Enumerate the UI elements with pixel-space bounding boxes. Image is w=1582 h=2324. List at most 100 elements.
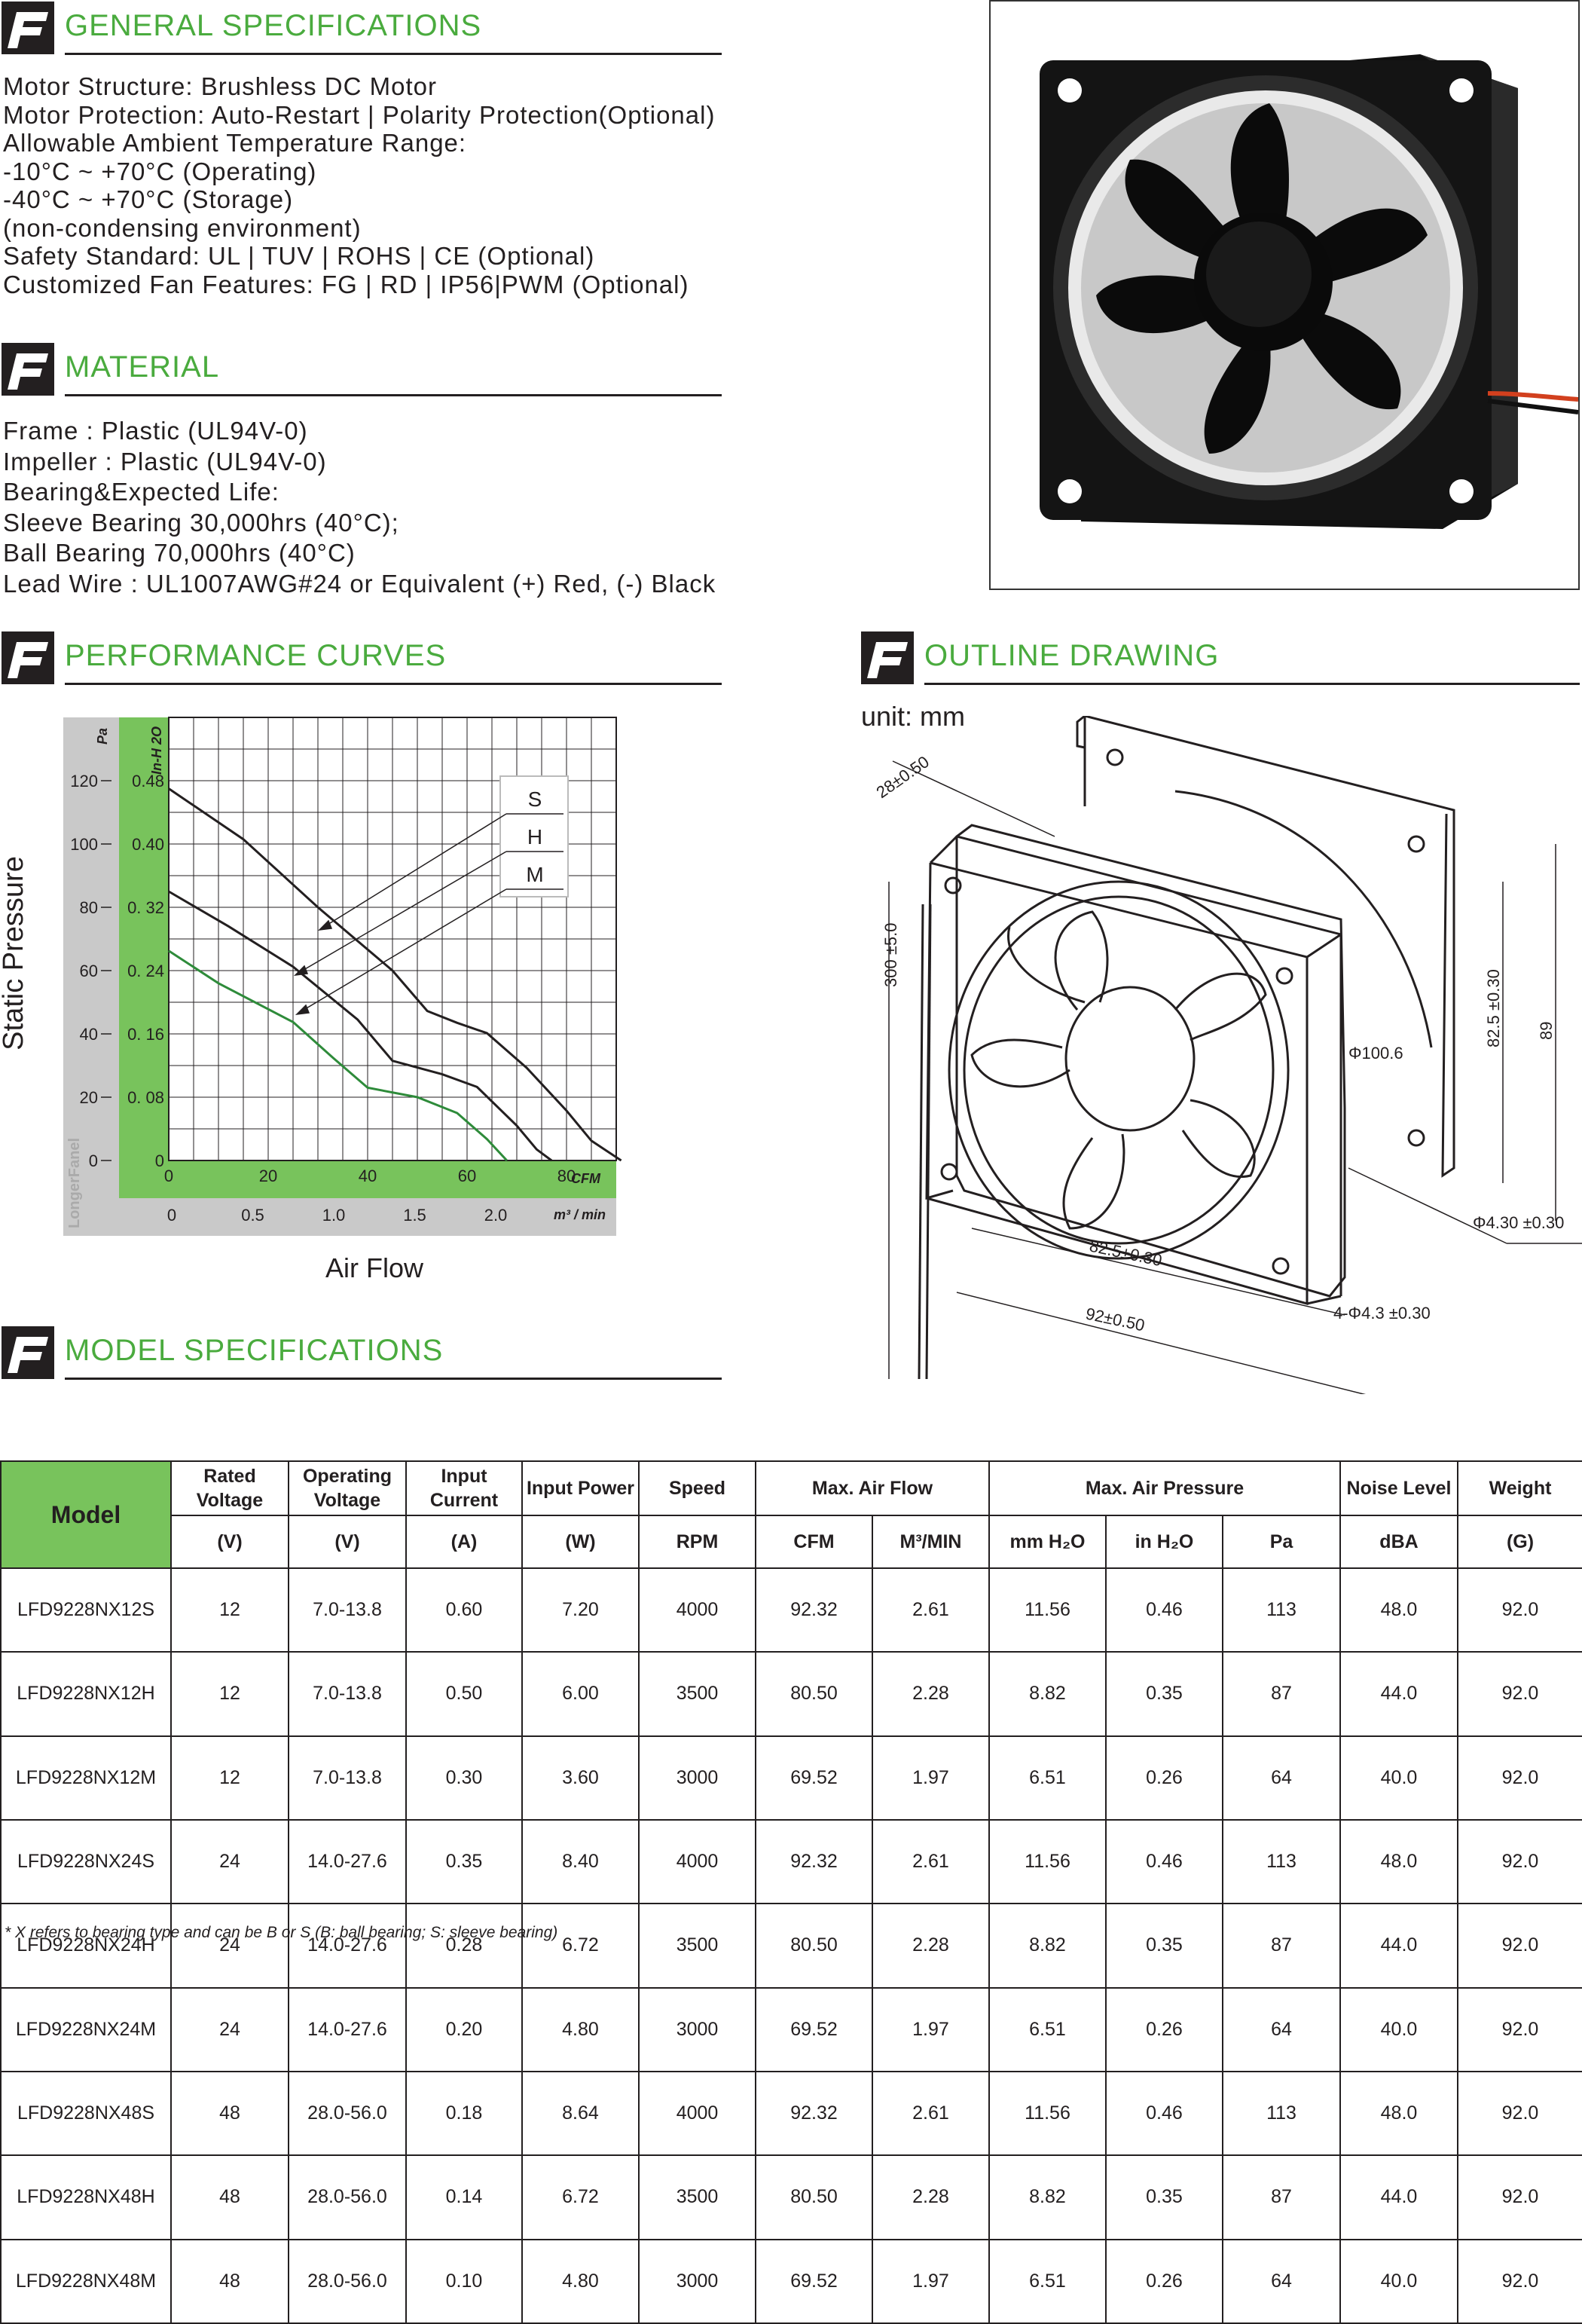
legend-label-m: M [526, 863, 543, 886]
value-cell: 24 [170, 1903, 289, 1989]
value-cell: 0.14 [405, 2154, 523, 2240]
unit-cell: CFM [755, 1515, 873, 1569]
model-spec-table: Model Rated Voltage Operating Voltage In… [0, 1460, 1582, 2324]
spec-line: -40°C ~ +70°C (Storage) [3, 185, 294, 213]
value-cell: 7.0-13.8 [288, 1651, 407, 1737]
value-cell: 3000 [638, 1986, 756, 2072]
spec-line: Customized Fan Features: FG | RD | IP56|… [3, 270, 689, 298]
value-cell: 2.61 [872, 1567, 990, 1653]
model-cell: LFD9228NX48M [0, 2238, 172, 2324]
dim-hole-spacing-v: 82.5 ±0.30 [1484, 969, 1503, 1047]
value-cell: 69.52 [755, 2238, 873, 2324]
value-cell: 64 [1222, 1986, 1341, 2072]
value-cell: 4.80 [521, 1986, 640, 2072]
value-cell: 7.0-13.8 [288, 1735, 407, 1821]
value-cell: 0.35 [1105, 1651, 1223, 1737]
brand-logo-icon [2, 631, 54, 684]
y-tick-pa: 120 [70, 772, 98, 790]
value-cell: 1.97 [872, 1986, 990, 2072]
value-cell: 64 [1222, 1735, 1341, 1821]
value-cell: 6.00 [521, 1651, 640, 1737]
unit-cell: mm H₂O [988, 1515, 1107, 1569]
x-axis-label: Air Flow [325, 1252, 424, 1283]
value-cell: 28.0-56.0 [288, 2238, 407, 2324]
section-rule [65, 394, 722, 396]
value-cell: 48.0 [1339, 1567, 1458, 1653]
header-air-flow: Max. Air Flow [755, 1460, 990, 1516]
value-cell: 4.80 [521, 2238, 640, 2324]
value-cell: 87 [1222, 2154, 1341, 2240]
value-cell: 6.72 [521, 1903, 640, 1989]
value-cell: 3500 [638, 1651, 756, 1737]
dim-mount-holes: 4-Φ4.3 ±0.30 [1333, 1304, 1431, 1323]
y-unit-pa: Pa [95, 728, 110, 745]
y-tick-pa: 20 [80, 1088, 98, 1107]
material-line: Ball Bearing 70,000hrs (40°C) [3, 539, 356, 567]
value-cell: 44.0 [1339, 2154, 1458, 2240]
model-cell: LFD9228NX24M [0, 1986, 172, 2072]
value-cell: 92.32 [755, 2070, 873, 2157]
dim-height: 89 [1537, 1022, 1556, 1040]
value-cell: 6.51 [988, 1986, 1107, 2072]
value-cell: 2.28 [872, 1651, 990, 1737]
y-tick-inh2o: 0.48 [132, 772, 164, 790]
y-tick-pa: 60 [80, 962, 98, 980]
value-cell: 12 [170, 1735, 289, 1821]
value-cell: 2.28 [872, 1903, 990, 1989]
value-cell: 6.51 [988, 1735, 1107, 1821]
model-cell: LFD9228NX48S [0, 2070, 172, 2157]
model-cell: LFD9228NX12H [0, 1651, 172, 1737]
header-model: Model [0, 1460, 172, 1569]
x-unit-m3: m³ / min [554, 1207, 606, 1222]
y-tick-inh2o: 0 [155, 1151, 164, 1170]
value-cell: 0.26 [1105, 1986, 1223, 2072]
value-cell: 8.64 [521, 2070, 640, 2157]
series-line-m [168, 949, 508, 1162]
value-cell: 11.56 [988, 1818, 1107, 1905]
x-unit-cfm: CFM [571, 1171, 601, 1186]
dim-wire-length: 300 ±5.0 [881, 923, 900, 987]
value-cell: 64 [1222, 2238, 1341, 2324]
section-rule [65, 53, 722, 55]
value-cell: 92.0 [1457, 1986, 1582, 2072]
value-cell: 28.0-56.0 [288, 2154, 407, 2240]
material-line: Impeller : Plastic (UL94V-0) [3, 447, 327, 476]
value-cell: 8.82 [988, 1651, 1107, 1737]
section-rule [65, 683, 722, 685]
value-cell: 6.51 [988, 2238, 1107, 2324]
value-cell: 92.0 [1457, 2238, 1582, 2324]
value-cell: 48 [170, 2154, 289, 2240]
value-cell: 0.20 [405, 1986, 523, 2072]
material-line: Lead Wire : UL1007AWG#24 or Equivalent (… [3, 569, 716, 598]
value-cell: 11.56 [988, 2070, 1107, 2157]
value-cell: 92.0 [1457, 2154, 1582, 2240]
x-tick-m3: 0.5 [241, 1206, 264, 1225]
value-cell: 80.50 [755, 2154, 873, 2240]
value-cell: 14.0-27.6 [288, 1818, 407, 1905]
dim-diameter: Φ100.6 [1348, 1044, 1403, 1063]
value-cell: 113 [1222, 1567, 1341, 1653]
material-line: Sleeve Bearing 30,000hrs (40°C); [3, 508, 399, 537]
section-title: GENERAL SPECIFICATIONS [65, 9, 482, 42]
x-tick-m3: 2.0 [484, 1206, 508, 1225]
header-input-power: Input Power [521, 1460, 640, 1516]
section-rule [65, 1378, 722, 1380]
unit-cell: M³/MIN [872, 1515, 990, 1569]
brand-logo-icon [2, 2, 54, 54]
spec-line: -10°C ~ +70°C (Operating) [3, 157, 317, 185]
model-cell: LFD9228NX24H [0, 1903, 172, 1989]
value-cell: 87 [1222, 1651, 1341, 1737]
value-cell: 92.0 [1457, 1567, 1582, 1653]
value-cell: 40.0 [1339, 1735, 1458, 1821]
dim-depth: 28±0.50 [873, 752, 933, 802]
unit-cell: dBA [1339, 1515, 1458, 1569]
legend-label-h: H [527, 825, 542, 849]
legend-leaders [293, 813, 507, 1016]
y-tick-inh2o: 0. 16 [127, 1025, 164, 1044]
x-tick-m3: 0 [167, 1206, 176, 1225]
value-cell: 87 [1222, 1903, 1341, 1989]
y-tick-inh2o: 0. 32 [127, 898, 164, 917]
